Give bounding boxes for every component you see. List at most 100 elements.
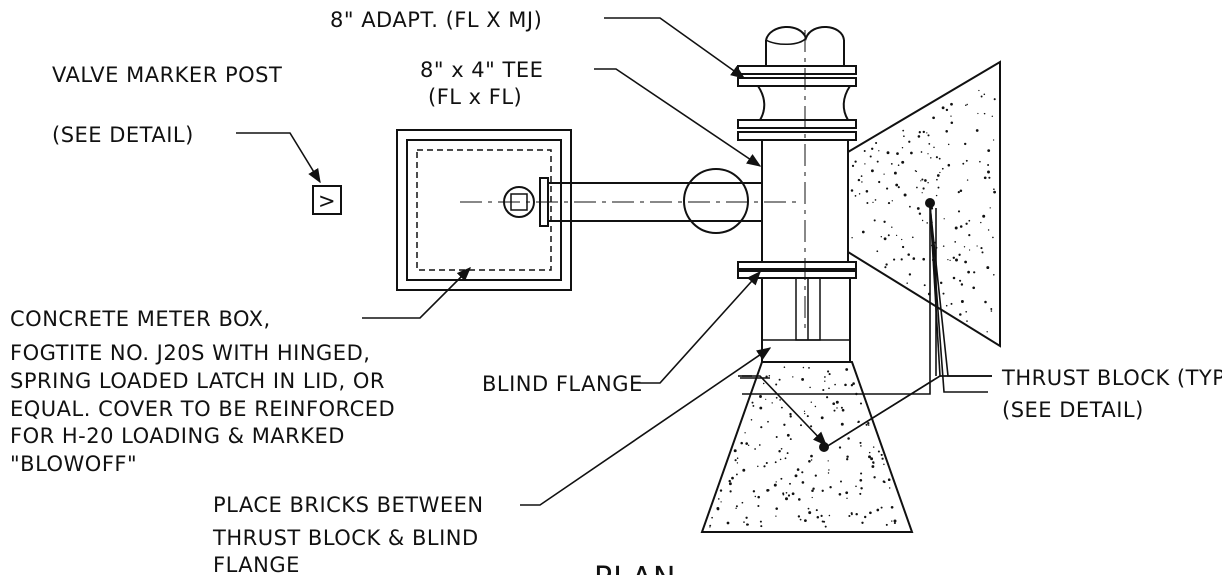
concrete-dot [993, 274, 995, 276]
concrete-dot [936, 178, 938, 181]
concrete-dot [832, 402, 836, 406]
concrete-dot [828, 469, 830, 471]
concrete-dot [874, 199, 877, 201]
concrete-dot [809, 386, 811, 389]
concrete-dot [895, 183, 899, 187]
concrete-dot [947, 163, 951, 167]
concrete-dot [759, 520, 762, 523]
concrete-dot [909, 205, 911, 208]
concrete-dot [952, 276, 956, 280]
label-bricks-1: PLACE BRICKS BETWEEN [213, 493, 484, 517]
concrete-dot [821, 520, 824, 523]
concrete-dot [928, 142, 931, 145]
concrete-dot [850, 189, 854, 192]
concrete-dot [757, 504, 760, 508]
concrete-dot [954, 226, 958, 230]
concrete-dot [740, 441, 743, 445]
concrete-stipple-bottom [709, 366, 897, 528]
concrete-dot [876, 160, 879, 163]
concrete-dot [810, 425, 813, 428]
concrete-dot [902, 129, 905, 132]
concrete-dot [954, 241, 957, 243]
concrete-dot [893, 522, 896, 525]
concrete-dot [908, 273, 912, 276]
concrete-dot [786, 452, 789, 455]
concrete-dot [891, 200, 893, 202]
concrete-dot [808, 511, 812, 515]
concrete-dot [771, 402, 773, 404]
concrete-dot [883, 481, 886, 484]
concrete-dot [968, 234, 971, 237]
concrete-dot [966, 179, 969, 181]
label-meter-box-2: FOGTITE NO. J20S WITH HINGED, [10, 341, 370, 365]
concrete-dot [824, 525, 827, 528]
concrete-dot [896, 152, 899, 155]
concrete-dot [989, 207, 991, 209]
concrete-dot [850, 384, 854, 387]
concrete-dot [779, 399, 781, 401]
concrete-dot [993, 190, 996, 194]
concrete-dot [796, 468, 800, 471]
label-meter-box-3: SPRING LOADED LATCH IN LID, OR [10, 369, 385, 393]
concrete-dot [804, 412, 806, 415]
concrete-dot [922, 187, 925, 190]
concrete-dot [746, 523, 749, 526]
concrete-dot [957, 210, 961, 213]
concrete-dot [965, 310, 968, 313]
concrete-dot [927, 153, 929, 155]
concrete-dot [851, 237, 853, 239]
concrete-dot [785, 497, 788, 501]
concrete-dot [778, 378, 781, 381]
concrete-dot [991, 115, 994, 118]
concrete-dot [838, 493, 842, 496]
concrete-dot [716, 507, 720, 510]
concrete-dot [880, 506, 883, 509]
concrete-dot [876, 250, 879, 253]
concrete-dot [804, 519, 807, 522]
concrete-dot [883, 237, 887, 241]
concrete-dot [734, 459, 737, 462]
label-blind-flange: BLIND FLANGE [482, 372, 643, 396]
concrete-dot [992, 139, 995, 141]
concrete-dot [859, 441, 862, 444]
concrete-dot [789, 412, 792, 416]
thrust-block-right [847, 60, 1001, 348]
concrete-dot [807, 507, 810, 510]
concrete-dot [709, 526, 711, 528]
concrete-dot [893, 258, 896, 261]
concrete-dot [848, 514, 851, 518]
label-meter-box-4: EQUAL. COVER TO BE REINFORCED [10, 397, 395, 421]
concrete-dot [736, 462, 739, 464]
concrete-dot [780, 477, 783, 480]
concrete-dot [910, 151, 913, 155]
concrete-dot [976, 245, 978, 247]
concrete-dot [873, 219, 876, 222]
concrete-dot [760, 426, 763, 429]
concrete-dot [969, 249, 971, 251]
concrete-dot [893, 519, 897, 523]
label-meter-box-1: CONCRETE METER BOX, [10, 307, 271, 331]
concrete-dot [986, 331, 988, 333]
concrete-dot [824, 380, 826, 382]
concrete-dot [949, 259, 951, 262]
concrete-dot [966, 103, 968, 106]
concrete-dot [794, 474, 798, 478]
concrete-dot [888, 487, 891, 489]
concrete-dot [887, 234, 890, 237]
concrete-dot [987, 229, 990, 231]
concrete-dot [735, 505, 738, 508]
concrete-dot [959, 313, 962, 316]
concrete-dot [987, 149, 991, 152]
concrete-dot [933, 146, 935, 149]
concrete-dot [780, 406, 783, 409]
concrete-dot [983, 176, 987, 180]
concrete-dot [808, 366, 810, 369]
concrete-dot [775, 515, 777, 517]
concrete-dot [939, 171, 941, 174]
concrete-dot [887, 202, 891, 205]
concrete-dot [895, 234, 898, 237]
concrete-dot [884, 266, 887, 269]
concrete-dot [816, 515, 820, 519]
concrete-dot [846, 455, 849, 458]
concrete-dot [876, 508, 880, 512]
